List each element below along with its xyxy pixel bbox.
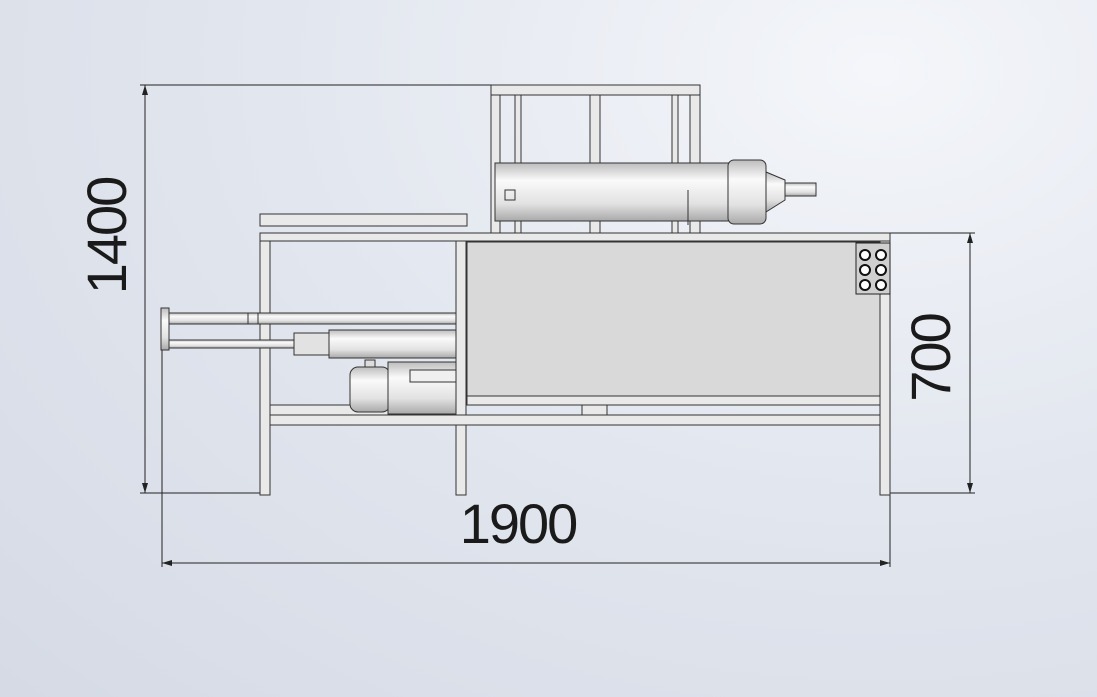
dimension-table-height: 700	[890, 232, 975, 494]
left-shelf-plate	[259, 213, 468, 227]
dimension-label-700: 700	[899, 314, 962, 401]
main-panel	[466, 241, 881, 406]
dimension-height-total: 1400	[75, 84, 492, 494]
control-button-box	[855, 242, 891, 295]
dimension-label-1900: 1900	[460, 492, 577, 555]
push-cylinder-left	[160, 307, 457, 359]
dimension-total-width: 1900	[161, 340, 891, 567]
dimension-label-1400: 1400	[75, 178, 138, 295]
panel-bottom-rail	[466, 395, 881, 406]
hydraulic-cylinder-top	[494, 159, 817, 225]
panel-support	[581, 404, 608, 416]
motor	[349, 359, 457, 415]
